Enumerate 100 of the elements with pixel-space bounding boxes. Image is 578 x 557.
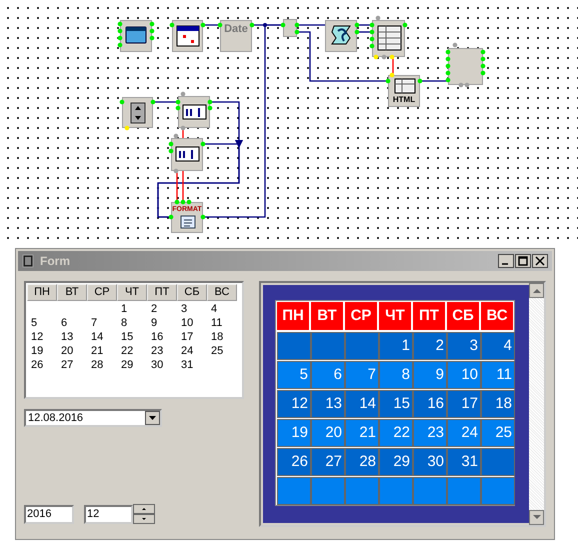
column-header: СР (87, 284, 117, 301)
day-number: 4 (211, 303, 218, 316)
day-number: 16 (151, 331, 164, 344)
column-header: СБ (177, 284, 207, 301)
wire (182, 128, 184, 138)
weekday-header: ВТ (311, 302, 343, 330)
day-number: 27 (61, 359, 74, 372)
day-number: 17 (181, 331, 194, 344)
day-number: 3 (181, 303, 188, 316)
column-header: ВТ (57, 284, 87, 301)
day-cell: 1 (379, 332, 413, 360)
wire (297, 24, 325, 26)
day-number: 6 (61, 317, 68, 330)
day-number: 21 (91, 345, 104, 358)
wire (392, 57, 394, 75)
day-cell: 24 (447, 419, 481, 447)
day-cell: 16 (413, 390, 447, 418)
day-number: 22 (121, 345, 134, 358)
input-field: 12 (84, 505, 133, 524)
weekday-header: ЧТ (379, 302, 411, 330)
day-cell: 30 (413, 448, 447, 476)
day-cell: 3 (447, 332, 481, 360)
component-label: HTML (392, 95, 416, 104)
wire (203, 24, 283, 218)
day-number: 26 (31, 359, 44, 372)
day-cell: 14 (345, 390, 379, 418)
component-tile (388, 75, 420, 107)
day-number: 8 (121, 317, 128, 330)
input-field: 2016 (24, 505, 74, 524)
day-number: 18 (211, 331, 224, 344)
day-cell: 25 (481, 419, 515, 447)
day-cell: 23 (413, 419, 447, 447)
day-number: 20 (61, 345, 74, 358)
day-number: 7 (91, 317, 98, 330)
component-tile (283, 19, 297, 37)
weekday-header: СР (345, 302, 377, 330)
wire (357, 31, 372, 33)
day-number: 24 (181, 345, 194, 358)
day-number: 25 (211, 345, 224, 358)
day-number: 31 (181, 359, 194, 372)
day-number: 12 (31, 331, 44, 344)
window-title: Form (40, 254, 70, 268)
day-cell: 26 (277, 448, 311, 476)
day-cell: 11 (481, 361, 515, 389)
day-cell: 7 (345, 361, 379, 389)
day-number: 13 (61, 331, 74, 344)
day-cell: 10 (447, 361, 481, 389)
wire (203, 24, 220, 26)
day-number: 19 (31, 345, 44, 358)
day-number: 9 (151, 317, 158, 330)
day-cell: 17 (447, 390, 481, 418)
day-number: 28 (91, 359, 104, 372)
component-tile (220, 20, 252, 52)
day-number: 15 (121, 331, 134, 344)
wire (357, 24, 372, 26)
column-header: ПТ (147, 284, 177, 301)
weekday-header: СБ (447, 302, 479, 330)
wire (297, 31, 388, 82)
day-number: 29 (121, 359, 134, 372)
wire (176, 171, 178, 202)
day-cell: 5 (277, 361, 311, 389)
day-number: 14 (91, 331, 104, 344)
day-cell: 9 (413, 361, 447, 389)
component-label: Date (223, 23, 249, 35)
day-cell: 8 (379, 361, 413, 389)
day-cell: 12 (277, 390, 311, 418)
component-tile (448, 48, 483, 85)
day-number: 2 (151, 303, 158, 316)
weekday-header: ПН (277, 302, 309, 330)
wire (420, 80, 448, 82)
date-value: 12.08.2016 (28, 412, 84, 424)
day-cell: 13 (311, 390, 345, 418)
day-cell: 27 (311, 448, 345, 476)
day-number: 1 (121, 303, 128, 316)
wire (157, 140, 243, 218)
day-cell: 31 (447, 448, 481, 476)
day-cell: 2 (413, 332, 447, 360)
column-header: ЧТ (117, 284, 147, 301)
day-cell: 19 (277, 419, 311, 447)
column-header: ПН (27, 284, 57, 301)
column-header: ВС (207, 284, 237, 301)
day-cell: 6 (311, 361, 345, 389)
day-number: 10 (181, 317, 194, 330)
day-number: 5 (31, 317, 38, 330)
day-cell: 28 (345, 448, 379, 476)
weekday-header: ВС (481, 302, 513, 330)
day-cell: 21 (345, 419, 379, 447)
weekday-header: ПТ (413, 302, 445, 330)
day-cell: 20 (311, 419, 345, 447)
day-cell: 15 (379, 390, 413, 418)
component-tile (171, 202, 203, 233)
wire (182, 171, 184, 202)
day-cell: 29 (379, 448, 413, 476)
day-number: 30 (151, 359, 164, 372)
wire (153, 101, 178, 103)
day-cell: 18 (481, 390, 515, 418)
day-number: 23 (151, 345, 164, 358)
day-cell: 4 (481, 332, 515, 360)
day-cell: 22 (379, 419, 413, 447)
day-number: 11 (211, 317, 222, 330)
